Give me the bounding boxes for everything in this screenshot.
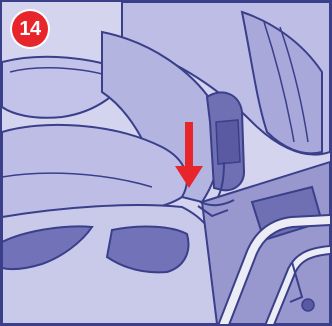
car-seat-illustration [2,2,330,324]
step-number-badge: 14 [12,11,48,47]
